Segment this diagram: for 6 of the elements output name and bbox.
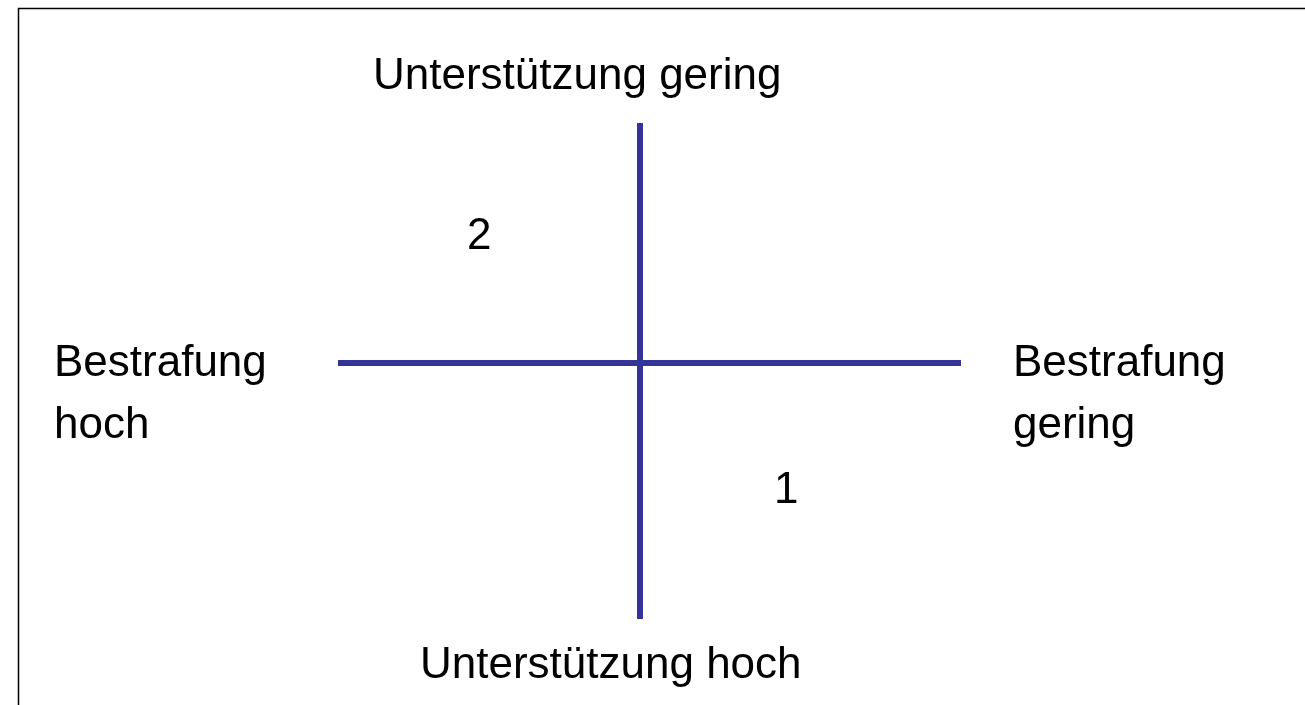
axis-label: Bestrafung gering — [1013, 335, 1227, 449]
axis-label: Bestrafung hoch — [54, 335, 268, 449]
axis-label: Unterstützung hoch — [420, 637, 802, 689]
quadrant-number: 1 — [774, 462, 799, 514]
quadrant-number: 2 — [467, 208, 492, 260]
axis-label: Unterstützung gering — [373, 48, 782, 100]
